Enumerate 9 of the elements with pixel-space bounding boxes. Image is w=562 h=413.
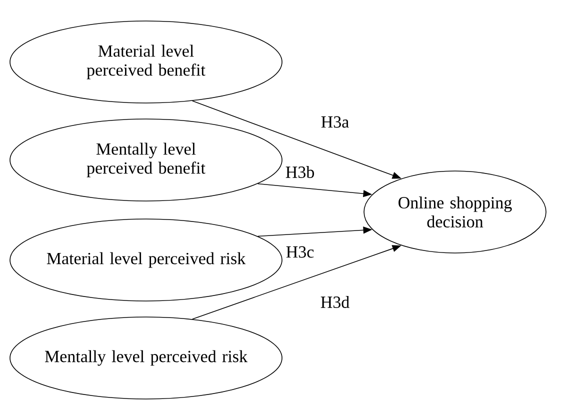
edge-label: H3a	[320, 115, 350, 129]
edge-label: H3c	[284, 245, 316, 259]
ellipse-node: Material level perceived risk	[10, 218, 282, 302]
edge-label: H3d	[319, 295, 351, 309]
ellipse-node: Material level perceived benefit	[10, 20, 282, 104]
edge-label: H3b	[284, 165, 316, 179]
ellipse-node: Online shopping decision	[364, 170, 546, 254]
ellipse-node: Mentally level perceived benefit	[10, 118, 282, 202]
ellipse-node: Mentally level perceived risk	[10, 316, 282, 400]
